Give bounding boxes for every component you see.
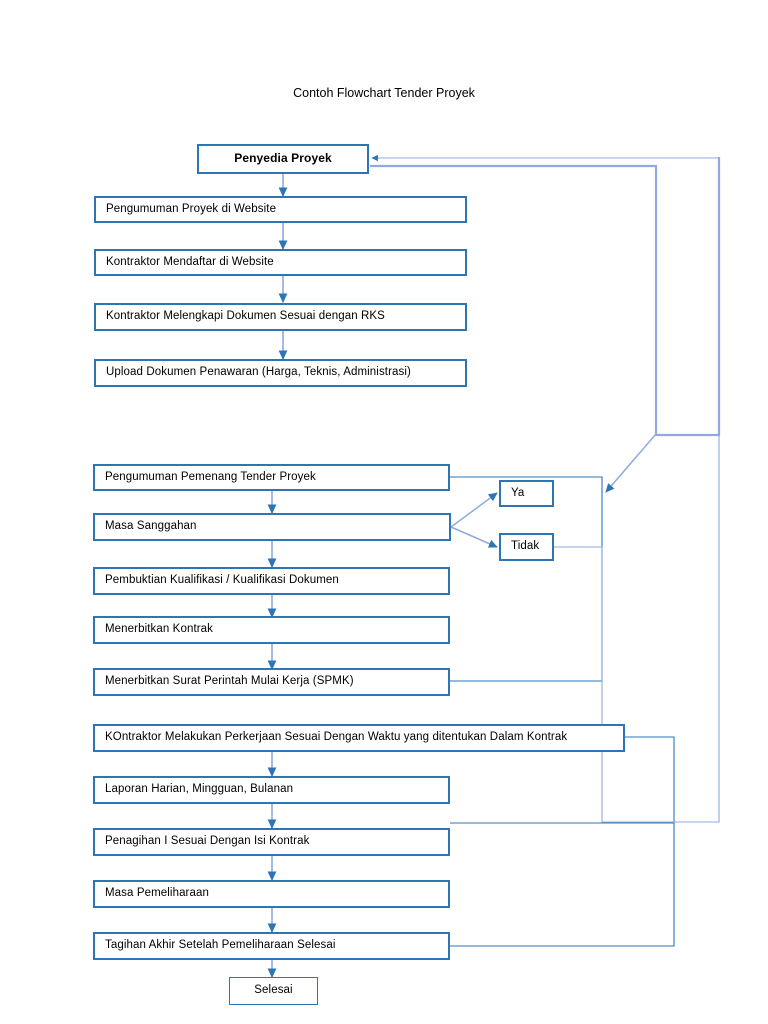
node-label: Pengumuman Pemenang Tender Proyek — [105, 470, 316, 483]
node-tagihan-akhir[interactable]: Tagihan Akhir Setelah Pemeliharaan Seles… — [93, 932, 450, 960]
node-label: Menerbitkan Surat Perintah Mulai Kerja (… — [105, 675, 354, 688]
node-label: Penyedia Proyek — [234, 151, 332, 166]
node-label: Ya — [511, 486, 525, 499]
loop-tagihan-to-penagihan — [450, 823, 675, 947]
node-label: Pengumuman Proyek di Website — [106, 202, 277, 215]
node-penyedia-proyek[interactable]: Penyedia Proyek — [197, 144, 369, 174]
node-pengumuman-pemenang-tender[interactable]: Pengumuman Pemenang Tender Proyek — [93, 464, 450, 491]
node-label: Selesai — [254, 984, 293, 997]
node-kontraktor-melakukan-pekerjaan[interactable]: KOntraktor Melakukan Perkerjaan Sesuai D… — [93, 724, 625, 752]
node-label: Laporan Harian, Mingguan, Bulanan — [105, 783, 294, 796]
node-label: Tidak — [511, 540, 540, 553]
node-menerbitkan-spmk[interactable]: Menerbitkan Surat Perintah Mulai Kerja (… — [93, 668, 450, 696]
node-masa-sanggahan[interactable]: Masa Sanggahan — [93, 513, 451, 541]
arrow-into-loop-branch — [605, 433, 657, 493]
node-label: KOntraktor Melakukan Perkerjaan Sesuai D… — [105, 731, 568, 744]
node-label: Pembuktian Kualifikasi / Kualifikasi Dok… — [105, 574, 339, 587]
loop-pemenang-to-spmk — [450, 476, 603, 682]
node-label: Kontraktor Melengkapi Dokumen Sesuai den… — [106, 310, 385, 323]
node-kontraktor-mendaftar-website[interactable]: Kontraktor Mendaftar di Website — [94, 249, 467, 276]
node-selesai[interactable]: Selesai — [229, 977, 318, 1005]
node-pengumuman-proyek-website[interactable]: Pengumuman Proyek di Website — [94, 196, 467, 223]
node-label: Kontraktor Mendaftar di Website — [106, 255, 274, 268]
node-decision-tidak[interactable]: Tidak — [499, 533, 554, 561]
node-label: Tagihan Akhir Setelah Pemeliharaan Seles… — [105, 939, 336, 952]
node-masa-pemeliharaan[interactable]: Masa Pemeliharaan — [93, 880, 450, 908]
node-pembuktian-kualifikasi[interactable]: Pembuktian Kualifikasi / Kualifikasi Dok… — [93, 567, 450, 595]
node-kontraktor-melengkapi-dokumen[interactable]: Kontraktor Melengkapi Dokumen Sesuai den… — [94, 303, 467, 331]
node-penagihan-sesuai-kontrak[interactable]: Penagihan I Sesuai Dengan Isi Kontrak — [93, 828, 450, 856]
node-menerbitkan-kontrak[interactable]: Menerbitkan Kontrak — [93, 616, 450, 644]
node-laporan-harian-mingguan-bulanan[interactable]: Laporan Harian, Mingguan, Bulanan — [93, 776, 450, 804]
node-upload-dokumen-penawaran[interactable]: Upload Dokumen Penawaran (Harga, Teknis,… — [94, 359, 467, 387]
node-label: Masa Pemeliharaan — [105, 887, 209, 900]
node-label: Menerbitkan Kontrak — [105, 623, 214, 636]
node-label: Masa Sanggahan — [105, 520, 197, 533]
page-title: Contoh Flowchart Tender Proyek — [293, 86, 475, 100]
node-label: Penagihan I Sesuai Dengan Isi Kontrak — [105, 835, 310, 848]
node-decision-ya[interactable]: Ya — [499, 480, 554, 507]
node-label: Upload Dokumen Penawaran (Harga, Teknis,… — [106, 366, 411, 379]
